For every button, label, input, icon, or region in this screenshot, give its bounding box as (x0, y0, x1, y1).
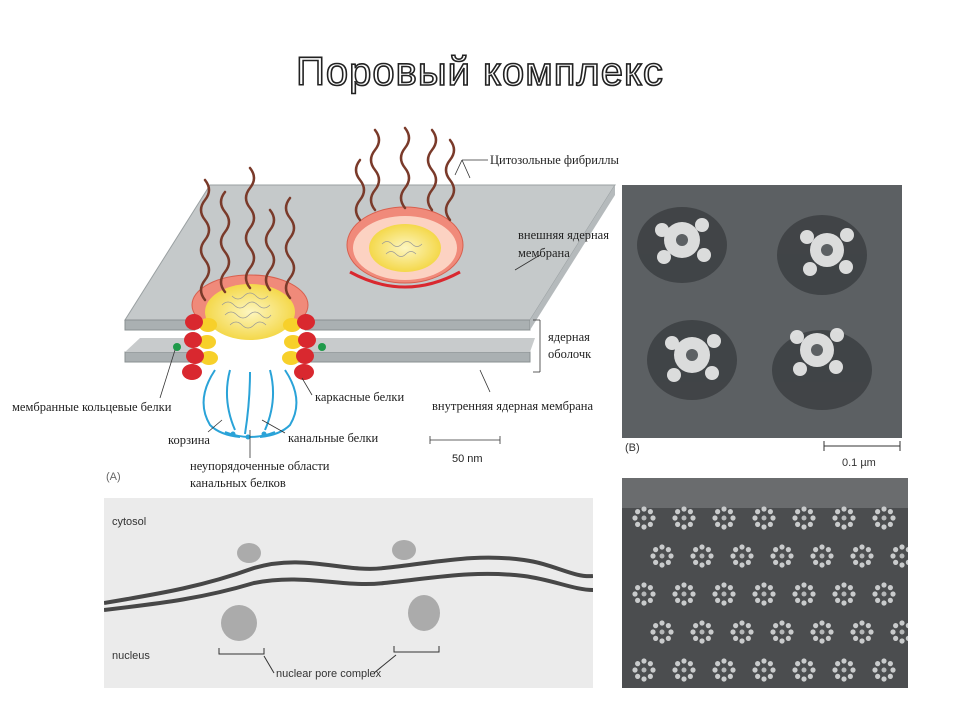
label-membrane-ring-proteins: мембранные кольцевые белки (12, 400, 172, 414)
pore-rosette (752, 658, 776, 682)
pore-rosette (770, 620, 794, 644)
label-outer-membrane-2: мембрана (518, 246, 570, 260)
nuclear-basket (202, 369, 298, 438)
pore-rosette (672, 658, 696, 682)
front-pore-left-proteins (173, 314, 218, 380)
pore-rosette (730, 544, 754, 568)
scale-bar-b (823, 441, 901, 451)
pore-rosette (872, 582, 896, 606)
pore-rosette (792, 658, 816, 682)
pore-rosette (890, 620, 908, 644)
label-panel-b: (B) (625, 442, 640, 454)
front-pore-core (205, 284, 295, 340)
pore-rosette (770, 544, 794, 568)
pore-rosette (850, 544, 874, 568)
pore-rosette (672, 506, 696, 530)
pore-rosette (730, 620, 754, 644)
label-cytosol: cytosol (112, 516, 147, 528)
pore-rosette (632, 582, 656, 606)
front-pore-disordered (221, 292, 272, 329)
back-pore-core (369, 224, 441, 272)
pore-rosette (890, 544, 908, 568)
label-disordered-1: неупорядоченные области (190, 459, 330, 473)
pore-rosette (712, 582, 736, 606)
label-panel-a: (A) (106, 471, 121, 483)
pore-rosette (792, 506, 816, 530)
label-scale-50nm: 50 nm (452, 453, 483, 465)
pore-rosette (650, 544, 674, 568)
label-disordered-2: канальных белков (190, 476, 286, 490)
micrograph-bottom-left: cytosol nucleus nuclear pore complex (104, 498, 593, 688)
pore-rosette (810, 544, 834, 568)
inner-membrane (124, 351, 531, 363)
cytosolic-fibrils (199, 126, 456, 302)
label-scaffold-proteins: каркасные белки (315, 390, 405, 404)
pore-rosette (712, 658, 736, 682)
pore-rosette (690, 620, 714, 644)
label-nuclear-pore-complex: nuclear pore complex (276, 668, 382, 680)
label-cytosolic-fibrils: Цитозольные фибриллы (490, 153, 619, 167)
label-channel-proteins: канальные белки (288, 431, 379, 445)
label-outer-membrane-1: внешняя ядерная (518, 228, 609, 242)
pore-rosette (632, 506, 656, 530)
pore-rosette (690, 544, 714, 568)
pore-rosette (792, 582, 816, 606)
front-pore-right-proteins (282, 314, 326, 380)
label-inner-membrane: внутренняя ядерная мембрана (432, 399, 594, 413)
pore-rosette (872, 658, 896, 682)
pore-rosette (632, 658, 656, 682)
label-basket: корзина (168, 433, 210, 447)
label-nucleus: nucleus (112, 650, 150, 662)
pore-rosette (832, 658, 856, 682)
pore-rosette (832, 582, 856, 606)
label-envelope-1: ядерная (548, 330, 590, 344)
slide-title: Поровый комплекс (295, 49, 664, 95)
pore-rosette (752, 506, 776, 530)
pore-rosette (752, 582, 776, 606)
micrograph-bottom-right (622, 478, 908, 688)
pore-rosette (832, 506, 856, 530)
pore-rosette (672, 582, 696, 606)
micrograph-top-right (622, 185, 902, 438)
pore-rosette (850, 620, 874, 644)
label-envelope-2: оболочк (548, 347, 592, 361)
outer-membrane-side (530, 185, 615, 330)
pore-rosette (712, 506, 736, 530)
pore-rosette (810, 620, 834, 644)
pore-rosette (872, 506, 896, 530)
label-scale-01um: 0.1 µm (842, 457, 876, 469)
pore-rosette (650, 620, 674, 644)
